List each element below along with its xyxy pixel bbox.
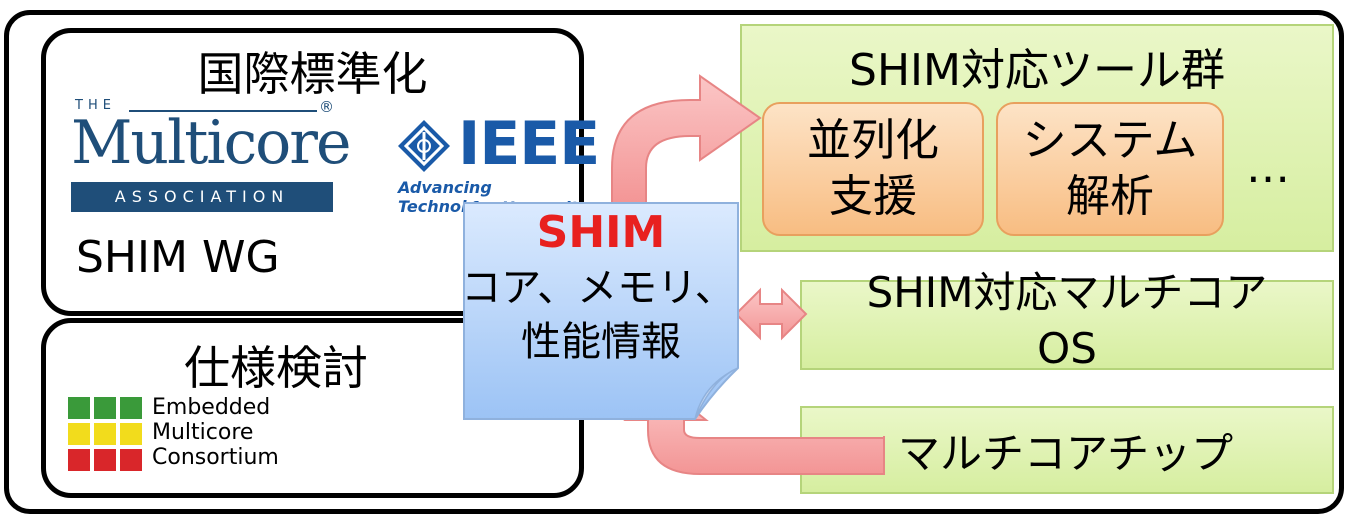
mca-the-text: THE (75, 98, 116, 113)
mca-rule (129, 110, 317, 112)
shim-document-icon (463, 202, 739, 420)
arrow-to-tools (611, 74, 762, 206)
mca-registered-mark: ® (319, 98, 334, 116)
emc-line2: Multicore (152, 420, 254, 445)
tool-item-label-line1: システム (1022, 115, 1198, 166)
mca-association-text: ASSOCIATION (114, 187, 290, 206)
chip-label: マルチコアチップ (898, 429, 1234, 478)
arrow-to-os (734, 287, 808, 341)
ieee-name-text: IEEE (458, 109, 600, 179)
emc-line3: Consortium (152, 445, 279, 470)
os-panel (800, 280, 1334, 370)
standardization-title: 国際標準化 (197, 47, 428, 101)
doc-line1: コア、メモリ、 (461, 265, 735, 311)
tool-item-label-line1: 並列化 (807, 115, 939, 166)
shim-document-text: SHIM コア、メモリ、 性能情報 (461, 205, 739, 369)
doc-title: SHIM (536, 207, 666, 258)
tool-item-label-line2: 支援 (829, 171, 917, 222)
tool-item-system-analysis: システム 解析 (996, 102, 1224, 236)
doc-line2: 性能情報 (521, 319, 681, 365)
mca-association-bar (71, 182, 333, 212)
tools-ellipsis: … (1246, 142, 1290, 193)
multicore-association-logo: THE ® Multicore ASSOCIATION (67, 98, 351, 216)
emc-cubes-icon (68, 397, 146, 471)
emc-line1: Embedded (152, 395, 271, 420)
mca-name-text: Multicore (71, 108, 351, 178)
chip-panel (800, 406, 1334, 494)
shim-wg-label: SHIM WG (76, 232, 280, 283)
ieee-tagline-line1: Advancing Technology (398, 178, 500, 216)
tool-item-parallelization: 並列化 支援 (762, 102, 984, 236)
tools-title: SHIM対応ツール群 (849, 45, 1225, 96)
os-label-line2: OS (1037, 324, 1097, 373)
os-label-line1: SHIM対応マルチコア (866, 268, 1268, 317)
tool-item-label-line2: 解析 (1066, 171, 1154, 222)
ieee-diamond-icon (398, 120, 450, 172)
ieee-logo: IEEE Advancing Technology for Humanity (396, 109, 600, 222)
spec-title: 仕様検討 (184, 341, 368, 395)
